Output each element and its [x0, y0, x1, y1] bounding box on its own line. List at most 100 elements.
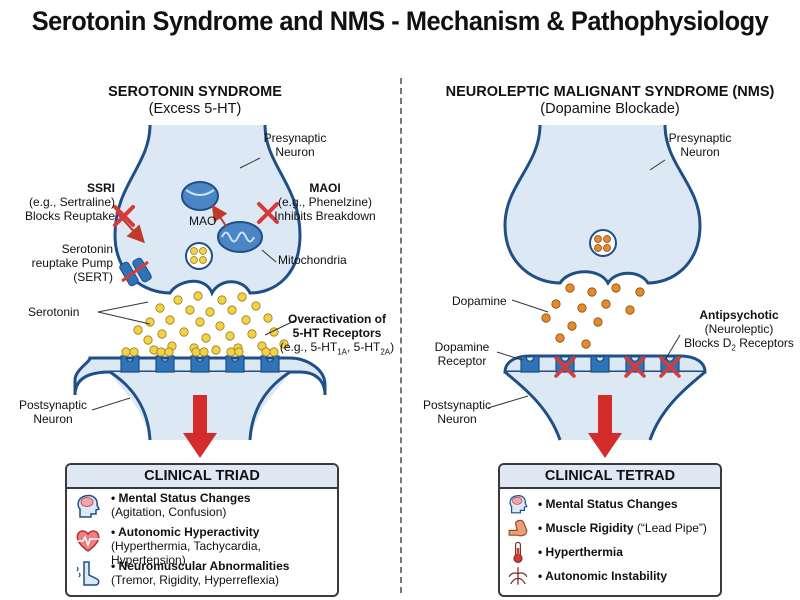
right-postsynaptic-label-2: Neuron [437, 412, 477, 426]
triad-item-3: Neuromuscular Abnormalities(Tremor, Rigi… [73, 559, 289, 589]
clinical-tetrad-title: CLINICAL TETRAD [500, 465, 720, 489]
ssri-block-x [113, 205, 135, 227]
molecule-dot [587, 287, 597, 297]
molecule-dot [247, 329, 257, 339]
thermometer-icon [513, 541, 523, 563]
molecule-dot [215, 321, 225, 331]
dopamine-label: Dopamine [452, 294, 507, 308]
left-presynaptic-label-2: Neuron [275, 145, 315, 159]
molecule-dot [226, 347, 236, 357]
left-down-arrow [183, 395, 217, 458]
tetrad-item-3-main: Hyperthermia [538, 545, 623, 559]
triad-item-1-detail: (Agitation, Confusion) [111, 505, 227, 519]
sert-pump [119, 257, 152, 287]
serotonin-label: Serotonin [28, 305, 80, 319]
receptor [590, 355, 610, 373]
molecule-dot [173, 295, 183, 305]
right-postsynaptic-label: Postsynaptic [422, 398, 492, 412]
molecule-dot [156, 347, 166, 357]
molecule-dot [195, 317, 205, 327]
left-heading: SEROTONIN SYNDROME [108, 84, 282, 100]
triad-item-1: Mental Status Changes(Agitation, Confusi… [73, 491, 251, 521]
tetrad-item-4: Autonomic Instability [506, 564, 667, 588]
tetrad-item-3: Hyperthermia [506, 540, 623, 564]
right-presynaptic-label-2: Neuron [680, 145, 720, 159]
left-postsynaptic-label-2: Neuron [33, 412, 73, 426]
right-presynaptic-terminal [503, 124, 702, 287]
molecule-dot [635, 287, 645, 297]
molecule-dot [227, 305, 237, 315]
tetrad-item-1-main: Mental Status Changes [538, 497, 678, 511]
receptor [260, 355, 280, 373]
ssri-example: (e.g., Sertraline) [28, 195, 115, 209]
tetrad-item-2-main: Muscle Rigidity [538, 521, 634, 535]
receptor [225, 355, 245, 373]
tetrad-item-1: Mental Status Changes [506, 492, 678, 516]
brain-head-icon [509, 495, 528, 514]
receptor-block-x [624, 356, 646, 378]
molecule-dot [234, 347, 244, 357]
molecule-dot [269, 347, 279, 357]
overactivation-label-2: 5-HT Receptors [292, 326, 382, 340]
center-divider [400, 78, 402, 593]
molecule-dot [261, 347, 271, 357]
molecule-dot [237, 292, 247, 302]
molecule-dot [205, 307, 215, 317]
molecule-dot [121, 347, 131, 357]
left-postsynaptic-label: Postsynaptic [18, 398, 88, 412]
clinical-triad-title: CLINICAL TRIAD [67, 465, 337, 489]
sert-label-2: reuptake Pump [31, 256, 113, 270]
ssri-action: Blocks Reuptake [24, 209, 115, 223]
molecule-dot [155, 303, 165, 313]
flexed-arm-icon [508, 519, 528, 537]
mao-icon [181, 181, 219, 211]
maoi-block-x [257, 202, 279, 224]
dopamine-receptor-label: Dopamine [434, 340, 490, 354]
receptor [120, 355, 140, 373]
molecule-dot [157, 329, 167, 339]
molecule-dot [241, 315, 251, 325]
molecule-dot [601, 299, 611, 309]
dopamine-vesicle [589, 229, 617, 257]
molecule-dot [145, 317, 155, 327]
molecule-dot [191, 347, 201, 357]
molecule-dot [201, 333, 211, 343]
autonomic-icon [508, 567, 528, 585]
mao-label: MAO [189, 214, 217, 228]
overactivation-examples: (e.g., 5-HT1A, 5-HT2A) [279, 340, 395, 357]
molecule-dot [625, 305, 635, 315]
receptor [625, 355, 645, 373]
maoi-example: (e.g., Phenelzine) [277, 195, 373, 209]
antipsychotic-action: Blocks D2 Receptors [684, 336, 794, 353]
receptor [190, 355, 210, 373]
molecule-dot [193, 291, 203, 301]
molecule-dot [593, 317, 603, 327]
molecule-dot [185, 305, 195, 315]
tetrad-item-2-extra: (“Lead Pipe”) [633, 521, 707, 535]
ssri-label: SSRI [86, 181, 115, 195]
molecule-dot [541, 313, 551, 323]
molecule-dot [577, 303, 587, 313]
antipsychotic-type: (Neuroleptic) [704, 322, 774, 336]
molecule-dot [555, 333, 565, 343]
serotonin-molecules [133, 291, 289, 355]
left-subheading: (Excess 5-HT) [148, 101, 242, 117]
right-presynaptic-label: Presynaptic [668, 131, 732, 145]
sert-label: Serotonin [61, 242, 113, 256]
tetrad-item-4-main: Autonomic Instability [538, 569, 667, 583]
triad-item-1-main: Mental Status Changes [111, 491, 251, 505]
receptor [555, 355, 575, 373]
molecule-dot [581, 339, 591, 349]
receptor [155, 355, 175, 373]
molecule-dot [165, 315, 175, 325]
mitochondria-label: Mitochondria [278, 253, 347, 267]
molecule-dot [217, 295, 227, 305]
triad-item-3-main: Neuromuscular Abnormalities [111, 559, 290, 573]
dopamine-molecules [541, 283, 645, 349]
mitochondria-icon [217, 221, 263, 253]
molecule-dot [225, 331, 235, 341]
sert-label-3: (SERT) [73, 270, 113, 284]
tetrad-item-2: Muscle Rigidity (“Lead Pipe”) [506, 516, 707, 540]
right-heading: NEUROLEPTIC MALIGNANT SYNDROME (NMS) [445, 84, 775, 100]
molecule-dot [279, 339, 289, 349]
